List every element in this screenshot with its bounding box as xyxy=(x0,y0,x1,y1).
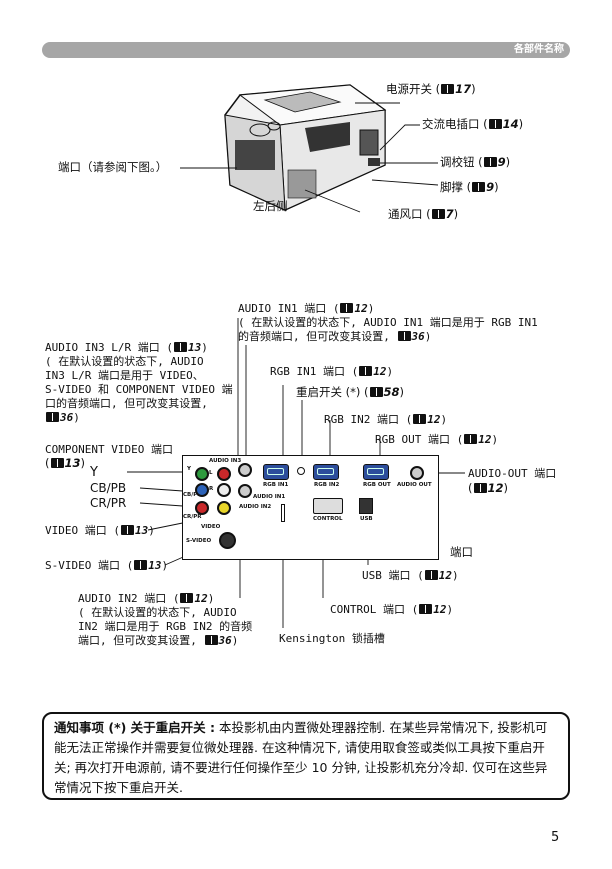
y-label: Y xyxy=(90,465,98,480)
panel-audio-in1: AUDIO IN1 xyxy=(253,494,286,500)
book-icon xyxy=(134,560,148,570)
book-icon xyxy=(473,483,487,493)
audio-in3-desc3: S-VIDEO 和 COMPONENT VIDEO 端 xyxy=(45,383,233,396)
panel-rgb-out: RGB OUT xyxy=(363,482,391,488)
audio-in2-desc2: IN2 端口是用于 RGB IN2 的音频 xyxy=(78,620,253,633)
component-ref: (13) xyxy=(45,456,86,470)
book-icon xyxy=(46,412,59,422)
panel-audio-in2: AUDIO IN2 xyxy=(239,504,272,510)
panel-r: R xyxy=(209,486,214,492)
book-icon xyxy=(120,525,134,535)
panel-audio-out: AUDIO OUT xyxy=(397,482,432,488)
s-video-label: S-VIDEO 端口 (13) xyxy=(45,559,169,572)
book-icon xyxy=(431,209,445,219)
header-title: 各部件名称 xyxy=(514,44,564,55)
audio-out-jack[interactable] xyxy=(410,466,424,480)
panel-audio-in3: AUDIO IN3 xyxy=(209,458,242,464)
ac-inlet-label: 交流电插口 (14) xyxy=(422,117,524,131)
control-label: CONTROL 端口 (12) xyxy=(330,603,454,616)
note-box: 通知事项 (*) 关于重启开关 : 本投影机由内置微处理器控制. 在某些异常情况… xyxy=(42,712,570,800)
audio-in2-desc1: ( 在默认设置的状态下, AUDIO xyxy=(78,606,237,619)
audio-in1-jack[interactable] xyxy=(238,463,252,477)
book-icon xyxy=(369,387,383,397)
audio-in2-desc3: 端口, 但可改变其设置, 36) xyxy=(78,634,239,647)
book-icon xyxy=(464,434,478,444)
panel-crpr: CR/PR xyxy=(183,514,202,520)
projector-illustration xyxy=(224,84,387,211)
panel-video: VIDEO xyxy=(201,524,221,530)
usb-port[interactable] xyxy=(359,498,373,514)
panel-y: Y xyxy=(187,466,191,472)
cr-pr-label: CR/PR xyxy=(90,496,127,510)
audio-in3-ref: 36) xyxy=(45,410,80,425)
panel-s-video: S-VIDEO xyxy=(186,538,212,544)
panel-rgb-in1: RGB IN1 xyxy=(263,482,289,488)
book-icon xyxy=(340,303,354,313)
ports-label: 端口 xyxy=(450,545,473,559)
panel-usb: USB xyxy=(360,516,373,522)
component-cbpb-jack[interactable] xyxy=(195,483,209,497)
vent-label: 通风口 (7) xyxy=(388,207,459,221)
audio-in2-label: AUDIO IN2 端口 (12) xyxy=(78,592,215,605)
book-icon xyxy=(472,182,486,192)
audio-in3-desc1: ( 在默认设置的状态下, AUDIO xyxy=(45,355,204,368)
video-jack[interactable] xyxy=(217,501,231,515)
audio-out-label: AUDIO-OUT 端口 xyxy=(468,467,557,480)
left-rear-label: 左后侧 xyxy=(253,199,288,213)
usb-label: USB 端口 (12) xyxy=(362,569,459,582)
audio-in1-label: AUDIO IN1 端口 (12) xyxy=(238,302,375,315)
elevator-foot-label: 脚撑 (9) xyxy=(440,180,499,194)
book-icon xyxy=(488,119,502,129)
audio-in1-desc2: 的音频端口, 但可改变其设置, 36) xyxy=(238,330,432,343)
panel-cbpb: CB/PB xyxy=(183,492,202,498)
book-icon xyxy=(359,366,373,376)
rgb-in2-port[interactable] xyxy=(313,464,339,480)
panel-control: CONTROL xyxy=(313,516,343,522)
book-icon xyxy=(483,157,497,167)
panel-l: L xyxy=(209,470,213,476)
restart-switch[interactable] xyxy=(297,467,305,475)
s-video-jack[interactable] xyxy=(219,532,236,549)
video-label: VIDEO 端口 (13) xyxy=(45,524,155,537)
book-icon xyxy=(173,342,187,352)
audio-in3-l-jack[interactable] xyxy=(217,483,231,497)
audio-in3-desc2: IN3 L/R 端口是用于 VIDEO、 xyxy=(45,369,204,382)
component-y-jack[interactable] xyxy=(195,467,209,481)
page-number: 5 xyxy=(551,830,560,845)
control-port[interactable] xyxy=(313,498,343,514)
audio-out-ref: (12) xyxy=(468,481,509,495)
panel-rgb-in2: RGB IN2 xyxy=(314,482,340,488)
audio-in1-desc: ( 在默认设置的状态下, AUDIO IN1 端口是用于 RGB IN1 xyxy=(238,316,538,329)
audio-in3-r-jack[interactable] xyxy=(217,467,231,481)
cb-pb-label: CB/PB xyxy=(90,481,127,495)
adjuster-button-label: 调校钮 (9) xyxy=(440,155,511,169)
rgb-in2-label: RGB IN2 端口 (12) xyxy=(324,413,448,426)
rgb-out-label: RGB OUT 端口 (12) xyxy=(375,433,499,446)
book-icon xyxy=(204,635,218,645)
book-icon xyxy=(424,570,438,580)
book-icon xyxy=(397,331,411,341)
kensington-label: Kensington 锁插槽 xyxy=(279,632,385,645)
restart-label: 重启开关 (*) (58) xyxy=(296,385,405,399)
book-icon xyxy=(419,604,433,614)
rgb-out-port[interactable] xyxy=(363,464,389,480)
header-bar xyxy=(42,42,570,58)
note-heading: 通知事项 (*) 关于重启开关 : xyxy=(54,720,216,735)
component-crpr-jack[interactable] xyxy=(195,501,209,515)
audio-in3-desc4: 口的音频端口, 但可改变其设置, xyxy=(45,397,208,410)
audio-in2-jack[interactable] xyxy=(238,484,252,498)
note-body: 本投影机由内置微处理器控制. 在某些异常情况下, 投影机可能无法正常操作并需要复… xyxy=(54,720,548,795)
component-label: COMPONENT VIDEO 端口 xyxy=(45,443,173,456)
kensington-slot[interactable] xyxy=(281,504,285,522)
book-icon xyxy=(413,414,427,424)
audio-in3-label: AUDIO IN3 L/R 端口 (13) xyxy=(45,341,208,354)
book-icon xyxy=(441,84,455,94)
ports-ref-label: 端口（请参阅下图。） xyxy=(58,160,168,174)
book-icon xyxy=(180,593,194,603)
rgb-in1-port[interactable] xyxy=(263,464,289,480)
book-icon xyxy=(50,458,64,468)
power-switch-label: 电源开关 (17) xyxy=(386,82,476,96)
rgb-in1-label: RGB IN1 端口 (12) xyxy=(270,365,394,378)
port-panel: AUDIO IN3 Y L R CB/PB CR/PR VIDEO S-VIDE… xyxy=(182,455,439,560)
